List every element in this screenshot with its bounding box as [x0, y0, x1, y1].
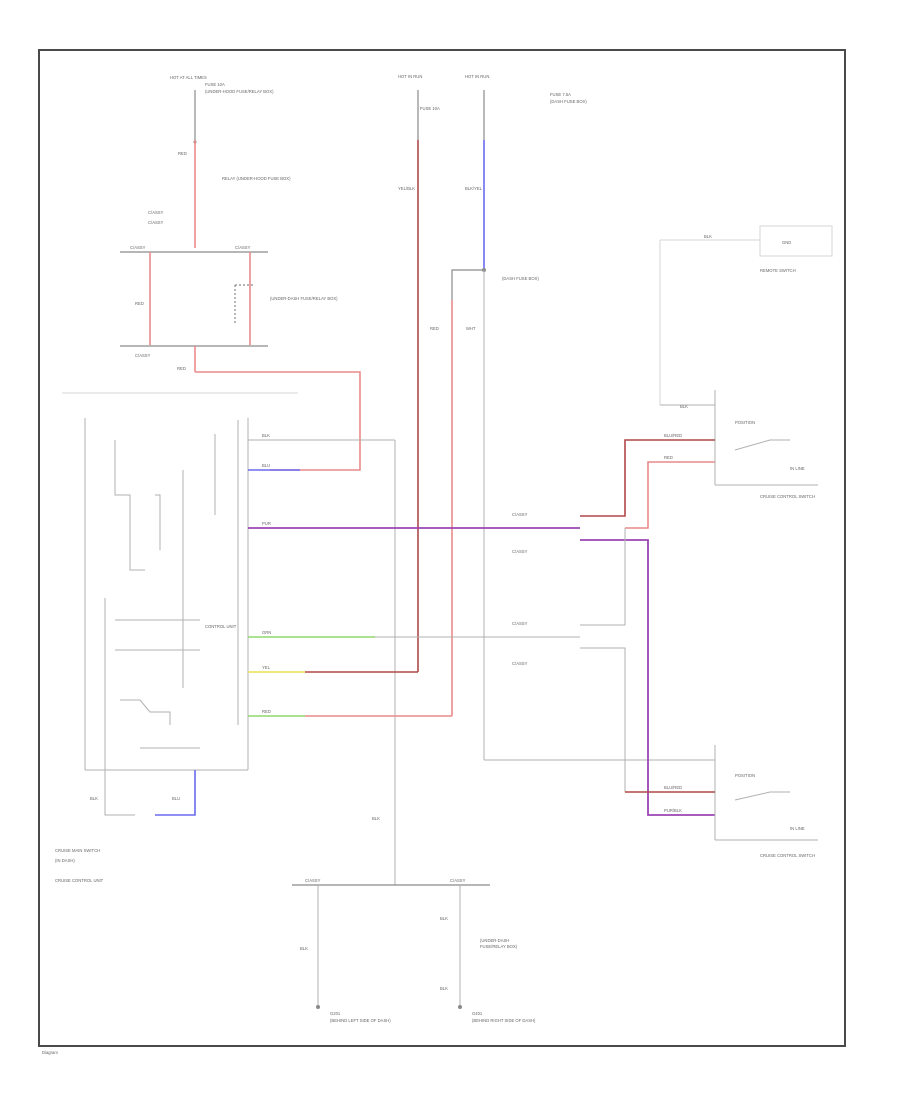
ground-1-label: G201: [330, 1011, 341, 1016]
cruise-control-unit-label: CRUISE CONTROL UNIT: [55, 878, 104, 883]
center-fuse-location: (DASH FUSE BOX): [550, 99, 587, 104]
ground-2-label: G401: [472, 1011, 483, 1016]
svg-text:BLK: BLK: [372, 816, 380, 821]
svg-text:CRUISE CONTROL SWITCH: CRUISE CONTROL SWITCH: [760, 853, 815, 858]
svg-text:BLK: BLK: [90, 796, 98, 801]
svg-text:BLK: BLK: [680, 404, 688, 409]
svg-text:BLU/RED: BLU/RED: [664, 433, 682, 438]
wire-pur-label: PUR: [262, 521, 271, 526]
svg-text:RED: RED: [135, 301, 144, 306]
svg-text:BLK: BLK: [440, 986, 448, 991]
svg-text:PUR/BLK: PUR/BLK: [664, 808, 682, 813]
center-fuse-label: FUSE 10A: [420, 106, 440, 111]
svg-text:C/ASSY: C/ASSY: [512, 661, 528, 666]
svg-text:BLK: BLK: [704, 234, 712, 239]
svg-text:RED: RED: [664, 455, 673, 460]
svg-text:BLU/RED: BLU/RED: [664, 785, 682, 790]
right-switch-upper: POSITION IN LINE CRUISE CONTROL SWITCH B…: [580, 390, 818, 816]
svg-text:C/ASSY: C/ASSY: [512, 621, 528, 626]
cruise-main-switch: CONTROL UNIT BLK BLU CRUISE MAIN SWITCH …: [55, 418, 249, 883]
wire-red-2-label: RED: [262, 709, 271, 714]
control-unit-label: CONTROL UNIT: [205, 624, 237, 629]
svg-text:BLU: BLU: [172, 796, 180, 801]
main-switch-label: CRUISE MAIN SWITCH: [55, 848, 100, 853]
wire-blk-label: BLK: [262, 433, 270, 438]
svg-text:C/ASSY: C/ASSY: [135, 353, 151, 358]
svg-text:BLK: BLK: [300, 946, 308, 951]
svg-text:C/ASSY: C/ASSY: [512, 512, 528, 517]
hot-in-run-label-2: HOT IN RUN: [465, 74, 489, 79]
relay-label: RELAY (UNDER-HOOD FUSE BOX): [222, 176, 291, 181]
diagram-border: [38, 49, 846, 1047]
ground-group: BLK C/ASSY C/ASSY BLK G201 (BEHIND LEFT …: [292, 816, 536, 1023]
svg-text:C/ASSY: C/ASSY: [512, 549, 528, 554]
center-fuse-label-2: FUSE 7.5A: [550, 92, 571, 97]
wire-yel-label: YEL: [262, 665, 271, 670]
svg-text:IN LINE: IN LINE: [790, 466, 805, 471]
svg-text:(DASH FUSE BOX): (DASH FUSE BOX): [502, 276, 539, 281]
wire-grn-label: GRN: [262, 630, 271, 635]
fuse-location-label: (UNDER-HOOD FUSE/RELAY BOX): [205, 89, 274, 94]
svg-text:YEL/BLK: YEL/BLK: [398, 186, 415, 191]
svg-text:POSITION: POSITION: [735, 773, 755, 778]
svg-text:(IN DASH): (IN DASH): [55, 858, 75, 863]
ground-1-note: (BEHIND LEFT SIDE OF DASH): [330, 1018, 391, 1023]
cruise-switch-label: CRUISE CONTROL SWITCH: [760, 494, 815, 499]
fuse-label: FUSE 10A: [205, 82, 225, 87]
svg-text:POSITION: POSITION: [735, 420, 755, 425]
remote-switch-group: BLK GND REMOTE SWITCH BLK: [659, 225, 833, 409]
svg-text:BLK: BLK: [440, 916, 448, 921]
top-left-fuse-group: HOT AT ALL TIMES FUSE 10A (UNDER-HOOD FU…: [120, 75, 361, 471]
hot-in-run-label: HOT IN RUN: [398, 74, 422, 79]
svg-text:FUSE/RELAY BOX): FUSE/RELAY BOX): [480, 944, 518, 949]
svg-text:(UNDER-DASH: (UNDER-DASH: [480, 938, 509, 943]
remote-switch-label: REMOTE SWITCH: [760, 268, 796, 273]
svg-text:WHT: WHT: [466, 326, 476, 331]
connector-a-label: C/ASSY: [130, 245, 146, 250]
svg-text:RED: RED: [178, 151, 187, 156]
wire-red-label: RED: [177, 366, 186, 371]
svg-text:RED: RED: [430, 326, 439, 331]
svg-text:(UNDER-DASH FUSE/RELAY BOX): (UNDER-DASH FUSE/RELAY BOX): [270, 296, 338, 301]
svg-text:C/ASSY: C/ASSY: [305, 878, 321, 883]
svg-text:GND: GND: [782, 240, 791, 245]
ground-2-note: (BEHIND RIGHT SIDE OF DASH): [472, 1018, 536, 1023]
connector-b-label: C/ASSY: [235, 245, 251, 250]
signal-wires: BLK BLU PUR C/ASSY C/ASSY GRN C/ASSY C/A…: [248, 433, 580, 885]
footer-label: Diagram: [42, 1050, 58, 1055]
wire-blu-label: BLU: [262, 463, 270, 468]
svg-text:C/ASSY: C/ASSY: [450, 878, 466, 883]
svg-text:IN LINE: IN LINE: [790, 826, 805, 831]
hot-at-all-times-label: HOT AT ALL TIMES: [170, 75, 207, 80]
svg-text:C/ASSY: C/ASSY: [148, 210, 164, 215]
right-switch-lower: POSITION IN LINE CRUISE CONTROL SWITCH B…: [625, 745, 818, 858]
svg-text:BLK/YEL: BLK/YEL: [465, 186, 483, 191]
svg-text:C/ASSY: C/ASSY: [148, 220, 164, 225]
center-fuse-group: HOT IN RUN FUSE 10A YEL/BLK HOT IN RUN F…: [398, 74, 715, 761]
